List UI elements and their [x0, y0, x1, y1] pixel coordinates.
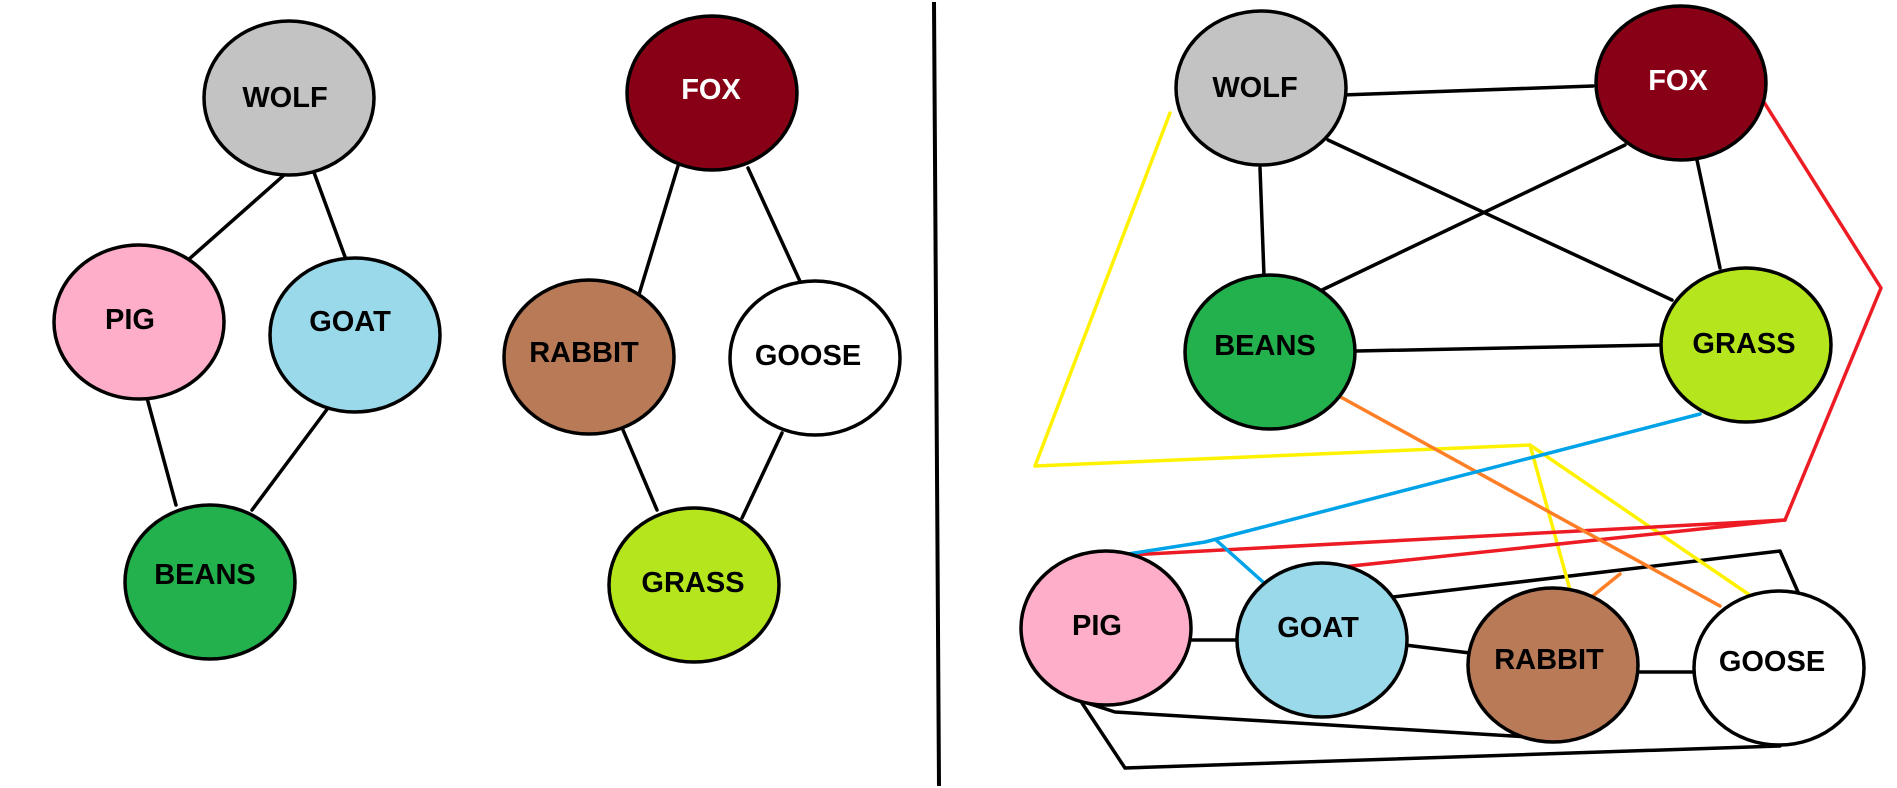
edge-goose-grass	[740, 431, 784, 520]
node-goat-circle	[268, 256, 442, 414]
node-right-fox-label: FOX	[1648, 65, 1708, 97]
divider-line	[932, 1, 941, 787]
edge-goat-beans	[250, 406, 330, 512]
node-right-grass: GRASS	[1659, 266, 1833, 424]
edge-fox-beans	[1320, 143, 1627, 292]
node-goat: GOAT	[268, 256, 442, 414]
edge-pig-beans	[145, 396, 178, 507]
edge-goat-rabbit	[1403, 643, 1472, 655]
node-right-goose-label: GOOSE	[1719, 646, 1825, 678]
node-right-goat: GOAT	[1235, 561, 1409, 719]
edges-right-graph-colored	[1033, 97, 1883, 610]
node-right-rabbit: RABBIT	[1466, 586, 1640, 744]
node-right-wolf-label: WOLF	[1212, 72, 1297, 104]
node-right-pig-label: PIG	[1072, 610, 1122, 642]
node-beans-circle	[123, 503, 297, 661]
edge-yellow-wolf-goose	[1033, 111, 1756, 600]
edge-beans-grass	[1354, 343, 1662, 353]
node-right-pig: PIG	[1019, 549, 1193, 707]
node-rabbit-label: RABBIT	[529, 337, 639, 369]
node-right-pig-circle	[1019, 549, 1193, 707]
edges-left-graph-2	[621, 164, 806, 520]
edge-fox-grass	[1695, 158, 1722, 270]
edge-fox-goose	[746, 166, 806, 292]
node-right-fox-circle	[1594, 4, 1768, 162]
node-right-fox: FOX	[1594, 4, 1768, 162]
node-wolf: WOLF	[202, 19, 376, 177]
node-right-grass-label: GRASS	[1692, 328, 1795, 360]
edge-blue-grass-pig	[1126, 412, 1702, 556]
node-right-grass-circle	[1659, 266, 1833, 424]
node-right-beans-label: BEANS	[1214, 330, 1316, 362]
edge-red-to-goat	[1340, 518, 1787, 569]
edge-red-fox-goat	[1126, 97, 1883, 557]
node-right-goose: GOOSE	[1692, 589, 1866, 747]
edge-yellow-to-rabbit	[1528, 443, 1572, 592]
node-right-wolf-circle	[1174, 9, 1348, 167]
node-right-goat-circle	[1235, 561, 1409, 719]
node-fox-circle	[625, 14, 799, 172]
node-pig-circle	[52, 243, 226, 401]
node-fox: FOX	[625, 14, 799, 172]
node-wolf-label: WOLF	[242, 82, 327, 114]
edge-orange-beans-goose	[1335, 393, 1722, 608]
node-rabbit-circle	[502, 278, 676, 436]
node-right-beans: BEANS	[1183, 273, 1357, 431]
edge-wolf-beans	[1258, 166, 1266, 278]
node-rabbit: RABBIT	[502, 278, 676, 436]
edge-wolf-grass	[1326, 138, 1674, 302]
node-wolf-circle	[202, 19, 376, 177]
edge-wolf-fox	[1340, 84, 1595, 97]
edge-wolf-goat	[310, 165, 350, 267]
node-fox-label: FOX	[681, 74, 741, 106]
node-pig: PIG	[52, 243, 226, 401]
node-grass-circle	[607, 506, 781, 664]
edge-wolf-pig	[186, 174, 285, 262]
node-goose: GOOSE	[728, 279, 902, 437]
node-right-rabbit-label: RABBIT	[1494, 644, 1604, 676]
node-grass: GRASS	[607, 506, 781, 664]
edges-right-graph-black	[1076, 84, 1800, 770]
node-right-rabbit-circle	[1466, 586, 1640, 744]
node-right-wolf: WOLF	[1174, 9, 1348, 167]
node-goose-label: GOOSE	[755, 340, 861, 372]
edge-blue-to-goat	[1214, 538, 1265, 584]
node-grass-label: GRASS	[641, 567, 744, 599]
node-goose-circle	[728, 279, 902, 437]
node-beans-label: BEANS	[154, 559, 256, 591]
node-pig-label: PIG	[105, 304, 155, 336]
node-goat-label: GOAT	[309, 306, 391, 338]
edge-fox-rabbit	[635, 164, 680, 303]
node-beans: BEANS	[123, 503, 297, 661]
node-right-beans-circle	[1183, 273, 1357, 431]
edge-pig-goose	[1080, 701, 1782, 770]
edges-left-graph-1	[145, 165, 350, 512]
edge-goat-goose	[1391, 549, 1800, 599]
edge-rabbit-grass	[621, 428, 659, 512]
node-right-goat-label: GOAT	[1277, 612, 1359, 644]
node-right-goose-circle	[1692, 589, 1866, 747]
